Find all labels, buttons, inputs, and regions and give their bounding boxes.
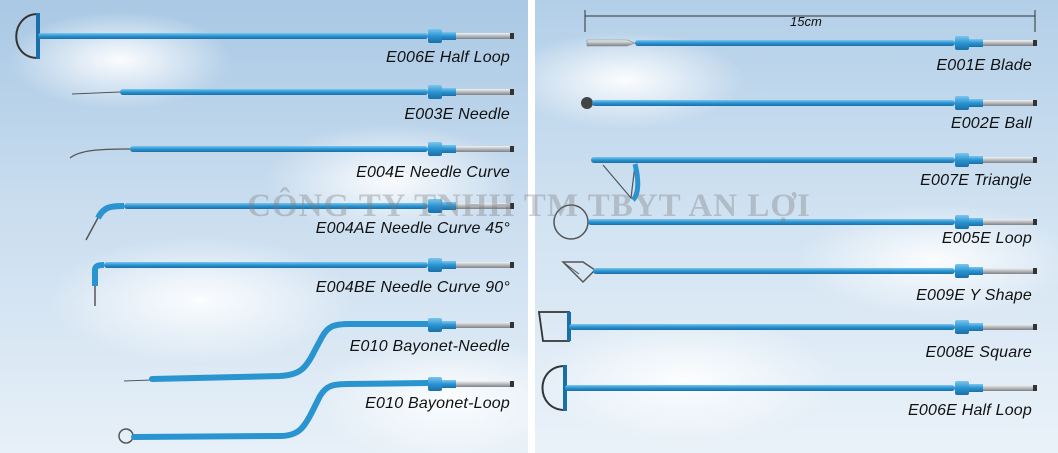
electrode-e004be-needle-curve-90 <box>92 258 514 306</box>
label-e006e-half-loop-right: E006E Half Loop <box>908 402 1032 419</box>
label-e004ae-needle-curve-45: E004AE Needle Curve 45° <box>315 220 510 237</box>
electrode-e002e-ball <box>581 96 1037 110</box>
electrode-e009e-y-shape <box>561 261 1037 284</box>
label-e008e-square: E008E Square <box>925 344 1032 361</box>
label-e005e-loop: E005E Loop <box>941 230 1032 247</box>
right-panel: 15cm E001E Blade E002E Ball E007E Triang… <box>535 0 1058 453</box>
electrode-e010-bayonet-needle <box>123 318 514 382</box>
right-electrodes <box>537 10 1037 411</box>
electrode-e005e-loop <box>553 204 1037 240</box>
label-e010-bayonet-loop: E010 Bayonet-Loop <box>365 395 510 412</box>
scale-bar <box>584 10 1036 32</box>
label-e004e-needle-curve: E004E Needle Curve <box>356 164 510 181</box>
label-e010-bayonet-needle: E010 Bayonet-Needle <box>349 338 510 355</box>
label-e002e-ball: E002E Ball <box>950 115 1032 132</box>
label-e004be-needle-curve-90: E004BE Needle Curve 90° <box>315 279 510 296</box>
left-electrodes <box>15 13 514 444</box>
electrode-e010-bayonet-loop <box>118 377 514 444</box>
label-e006e-half-loop-left: E006E Half Loop <box>386 49 510 66</box>
label-e009e-y-shape: E009E Y Shape <box>916 287 1032 304</box>
electrode-e008e-square <box>537 311 1037 342</box>
electrode-e007e-triangle <box>591 153 1037 202</box>
electrode-e006e-half-loop <box>541 365 1037 411</box>
electrode-e006e-half-loop <box>15 13 514 59</box>
left-panel: E006E Half Loop E003E Needle E004E Needl… <box>0 0 528 453</box>
electrode-e003e-needle <box>71 85 514 99</box>
watermark-text: CÔNG TY TNHH TM TBYT AN LỢI <box>247 188 811 224</box>
electrode-e004ae-needle-curve-45 <box>85 199 514 241</box>
electrode-e004e-needle-curve <box>69 142 514 159</box>
scale-label: 15cm <box>790 14 822 29</box>
label-e001e-blade: E001E Blade <box>936 57 1032 74</box>
electrode-e001e-blade <box>586 36 1037 50</box>
label-e003e-needle: E003E Needle <box>404 106 510 123</box>
label-e007e-triangle: E007E Triangle <box>920 172 1032 189</box>
